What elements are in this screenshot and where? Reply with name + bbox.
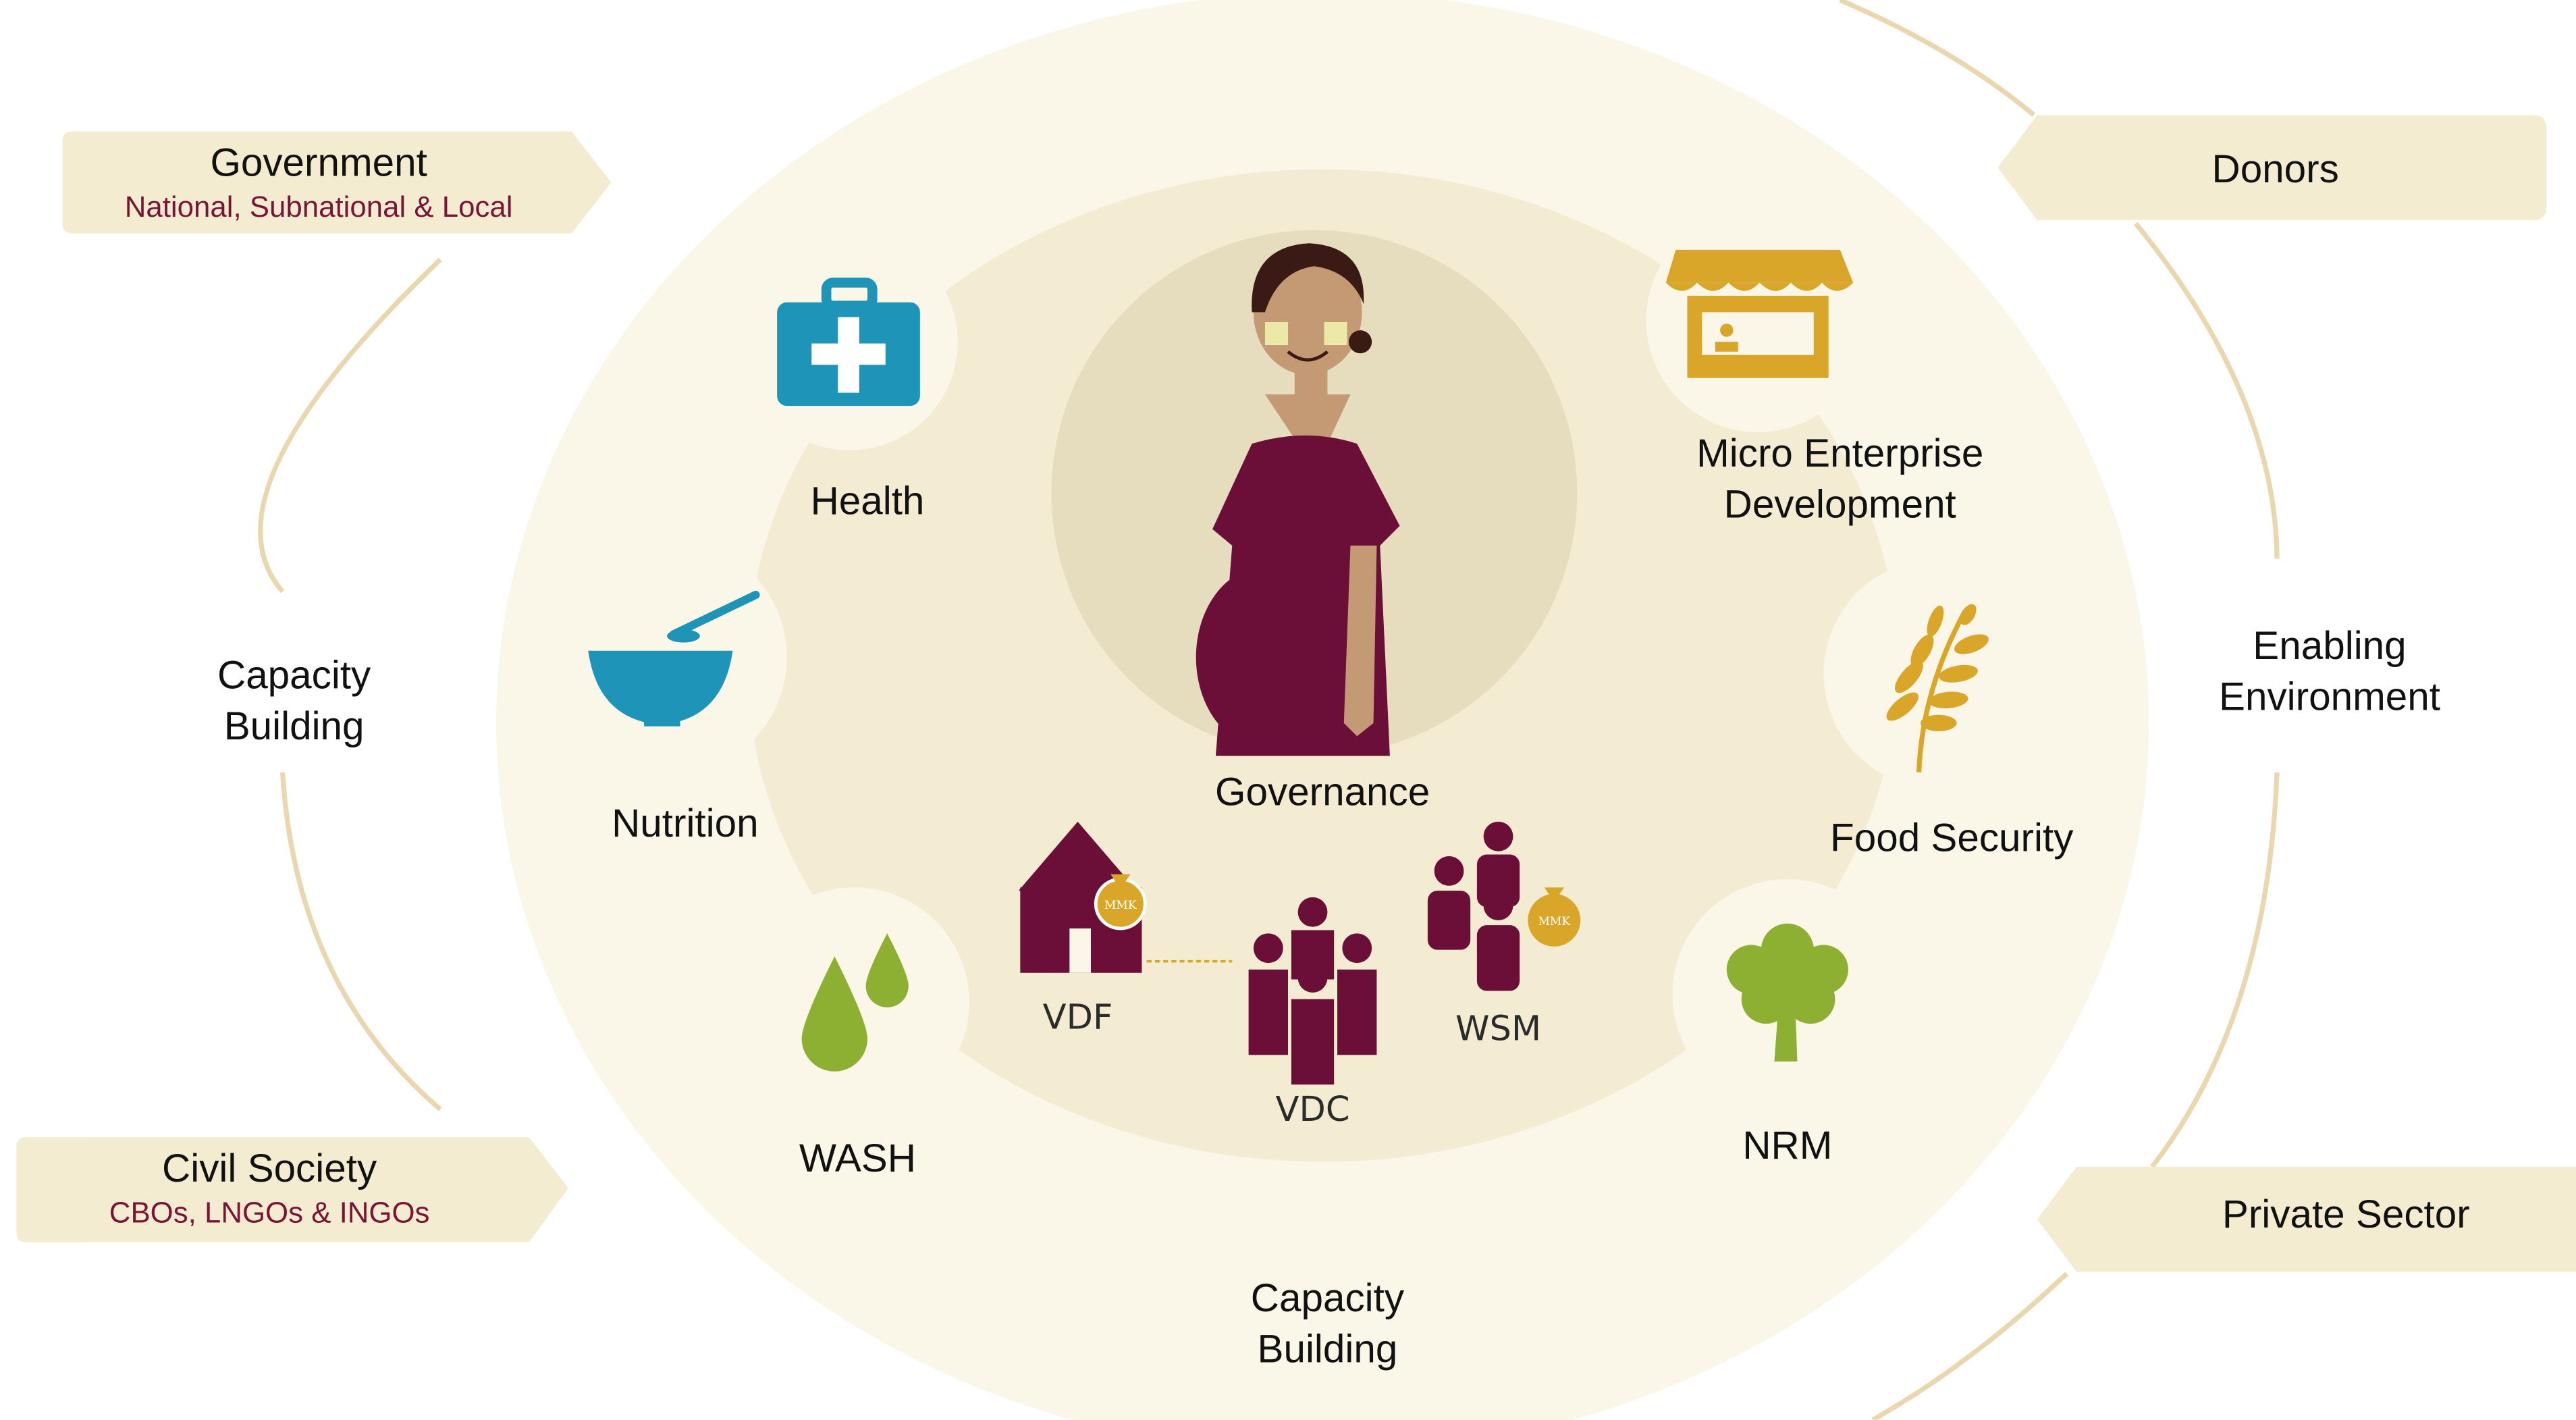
water-drops-icon: [801, 933, 909, 1072]
government-subtitle: National, Subnational & Local: [124, 190, 513, 223]
government-title: Government: [210, 141, 427, 186]
wash-label: WASH: [799, 1137, 916, 1182]
coin-label-2: MMK: [1538, 915, 1570, 928]
wsm-label: WSM: [1455, 1009, 1542, 1049]
bowl-icon: [588, 590, 760, 727]
medical-kit-icon: [777, 278, 920, 406]
donors-tag-shape: [1997, 115, 2547, 221]
vdf-label: VDF: [1042, 997, 1113, 1037]
micro-enterprise-line2: Development: [1723, 483, 1956, 528]
micro-enterprise-line1: Micro Enterprise: [1696, 432, 1984, 477]
capacity-left-line2: Building: [223, 705, 365, 750]
nrm-label: NRM: [1742, 1124, 1833, 1169]
left-arc: [258, 257, 442, 1111]
civil-society-subtitle: CBOs, LNGOs & INGOs: [109, 1196, 430, 1230]
private-sector-tag: Private Sector: [2099, 1191, 2576, 1240]
private-sector-title: Private Sector: [2222, 1192, 2470, 1238]
people-group-icon: [1248, 897, 1377, 1085]
enabling-environment-label: Enabling Environment: [2219, 621, 2440, 723]
nutrition-label: Nutrition: [612, 801, 759, 847]
money-bag-icon: [1094, 874, 1147, 930]
micro-enterprise-label: Micro Enterprise Development: [1696, 429, 1983, 531]
civil-society-tag-shape: [16, 1137, 569, 1242]
civil-society-title: Civil Society: [162, 1147, 377, 1192]
capacity-building-bottom: Capacity Building: [1251, 1273, 1404, 1375]
market-stall-icon: [1665, 249, 1854, 378]
money-bag-icon-2: [1528, 887, 1581, 947]
donors-tag: Donors: [2029, 147, 2522, 196]
pregnant-woman-icon: [1196, 243, 1400, 756]
capacity-left-line1: Capacity: [217, 654, 371, 699]
capacity-bottom-line1: Capacity: [1250, 1276, 1405, 1321]
capacity-bottom-line2: Building: [1257, 1327, 1398, 1373]
right-arc: [1839, 0, 2280, 1420]
women-group-icon: [1427, 821, 1520, 991]
capacity-building-left: Capacity Building: [217, 651, 371, 753]
vdc-label: VDC: [1275, 1089, 1350, 1129]
health-label: Health: [810, 479, 925, 525]
wheat-icon: [1886, 604, 1989, 772]
tree-icon: [1726, 923, 1848, 1062]
governance-label: Governance: [1215, 770, 1430, 816]
donors-title: Donors: [2211, 148, 2339, 192]
private-sector-tag-shape: [2037, 1166, 2576, 1272]
civil-society-tag: Civil Society CBOs, LNGOs & INGOs: [23, 1145, 516, 1231]
coin-label: MMK: [1104, 899, 1137, 912]
enabling-line1: Enabling: [2253, 624, 2407, 669]
enabling-line2: Environment: [2219, 675, 2440, 720]
government-tag-shape: [62, 131, 612, 234]
food-security-label: Food Security: [1830, 816, 2074, 862]
government-tag: Government National, Subnational & Local: [72, 140, 565, 226]
